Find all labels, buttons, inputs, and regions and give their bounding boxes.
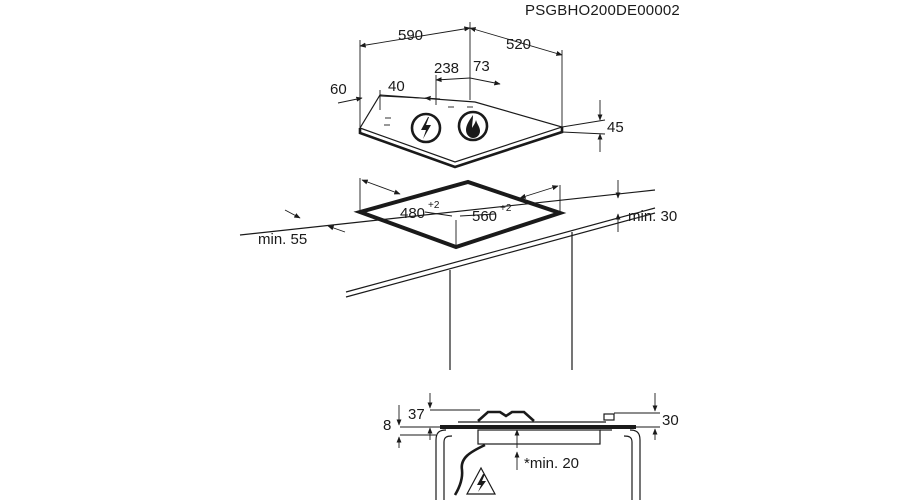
- worktop-cutout: [239, 178, 656, 370]
- min-worktop-thickness: min. 30: [628, 208, 677, 225]
- min-front-distance: min. 55: [258, 231, 307, 248]
- cutout-width: 560: [472, 208, 497, 225]
- electric-warning-icon: [410, 112, 442, 144]
- section-worktop-offset: 8: [383, 417, 391, 434]
- electric-warning-icon: [465, 466, 497, 495]
- dim-height: 45: [607, 119, 624, 136]
- dim-burner-offset: 73: [473, 58, 490, 75]
- section-min-clearance: *min. 20: [524, 455, 579, 472]
- cutout-depth: 480: [400, 205, 425, 222]
- section-right-height: 30: [662, 412, 679, 429]
- hob-dimension-lines: [337, 22, 606, 152]
- drawing-code: PSGBHO200DE00002: [525, 2, 680, 19]
- hob-top-view: [358, 94, 565, 169]
- gas-flame-icon: [457, 110, 489, 142]
- cutout-width-tolerance: +2: [500, 203, 512, 214]
- dim-left-margin: 60: [330, 81, 347, 98]
- dim-depth: 520: [506, 36, 531, 53]
- dim-burner-section: 238: [434, 60, 459, 77]
- section-view: [396, 393, 660, 500]
- section-hob-above: 37: [408, 406, 425, 423]
- dim-width: 590: [398, 27, 423, 44]
- cutout-depth-tolerance: +2: [428, 200, 440, 211]
- dim-knob-offset: 40: [388, 78, 405, 95]
